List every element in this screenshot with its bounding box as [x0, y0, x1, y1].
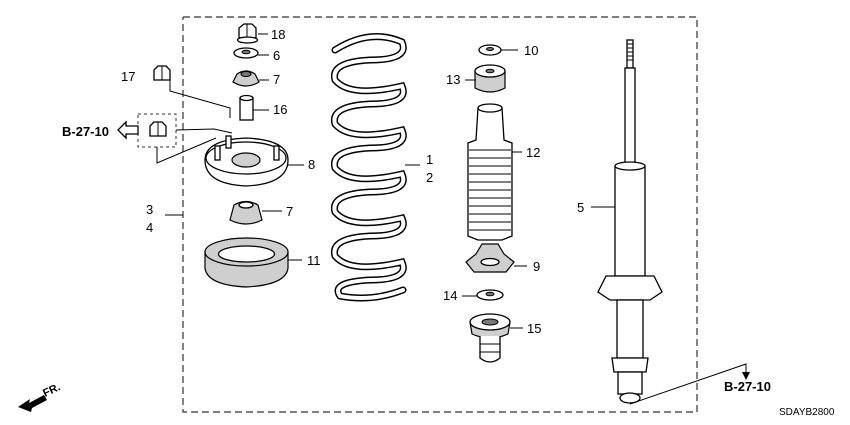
reference-right-label: B-27-10 [724, 379, 771, 394]
part-nut[interactable] [153, 65, 171, 81]
label-16: 16 [273, 102, 287, 117]
part-washer[interactable] [233, 47, 259, 59]
part-nut-reference [149, 121, 167, 137]
part-dust-boot[interactable] [467, 103, 513, 241]
reference-left[interactable]: B-27-10 [62, 120, 139, 140]
label-7-upper: 7 [273, 72, 280, 87]
label-2: 2 [426, 170, 433, 185]
label-4: 4 [146, 220, 153, 235]
label-15: 15 [527, 321, 541, 336]
label-17: 17 [121, 69, 135, 84]
label-14: 14 [443, 288, 457, 303]
label-3: 3 [146, 202, 153, 217]
label-9: 9 [533, 259, 540, 274]
label-11: 11 [307, 253, 321, 268]
part-mount-rubber-upper[interactable] [232, 70, 260, 87]
label-8: 8 [308, 157, 315, 172]
leader-reference-left-2 [156, 137, 217, 164]
front-label: FR. [41, 381, 62, 399]
leader-17 [169, 80, 231, 118]
assembly-boundary [182, 16, 698, 413]
label-7-lower: 7 [286, 204, 293, 219]
part-spring-seat-rubber[interactable] [204, 237, 289, 288]
part-shock-absorber[interactable] [597, 39, 663, 404]
reference-right[interactable]: B-27-10 [724, 372, 771, 394]
part-bump-stop[interactable] [469, 313, 511, 363]
leader-reference-right [629, 363, 747, 405]
part-coil-spring[interactable] [330, 33, 407, 302]
reference-right-arrow [742, 372, 750, 380]
diagram-code: SDAYB2800 [779, 407, 835, 418]
label-1: 1 [426, 152, 433, 167]
reference-left-arrow [117, 120, 139, 140]
label-10: 10 [524, 43, 538, 58]
part-bump-rubber-top[interactable] [474, 64, 506, 93]
label-12: 12 [526, 145, 540, 160]
label-18: 18 [271, 27, 285, 42]
label-6: 6 [273, 48, 280, 63]
part-washer-top[interactable] [478, 44, 502, 56]
leader-reference-left [175, 128, 233, 134]
front-arrow [18, 395, 47, 412]
part-mount-rubber-lower[interactable] [229, 200, 263, 225]
part-washer-small[interactable] [476, 289, 504, 301]
front-direction: FR. [18, 381, 62, 412]
label-5: 5 [577, 200, 584, 215]
part-flange-nut[interactable] [236, 23, 259, 44]
part-collar[interactable] [239, 94, 254, 121]
reference-left-label: B-27-10 [62, 124, 109, 139]
part-upper-mount-base[interactable] [204, 135, 289, 187]
part-stopper-bracket[interactable] [465, 243, 515, 273]
label-13: 13 [446, 72, 460, 87]
